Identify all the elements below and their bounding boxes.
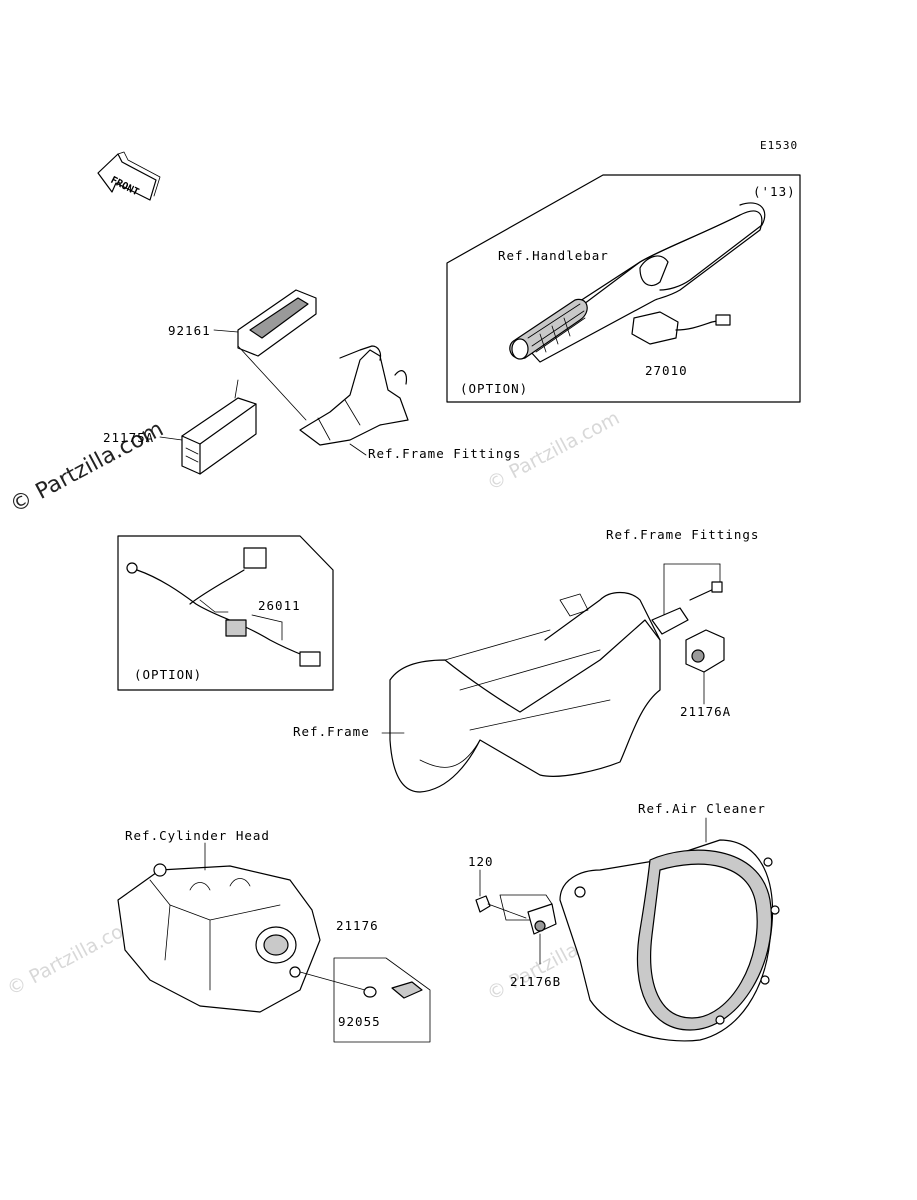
diagram-code: E1530 <box>760 139 799 152</box>
option-box-harness <box>117 535 334 691</box>
part-120-label[interactable]: 120 <box>468 854 494 869</box>
map-sensor-illustration <box>651 563 725 705</box>
ref-frame-label[interactable]: Ref.Frame <box>293 724 370 739</box>
part-21176b-label[interactable]: 21176B <box>510 974 562 989</box>
part-21175a-label[interactable]: 21175A <box>103 430 155 445</box>
part-92161-label[interactable]: 92161 <box>168 323 211 338</box>
option-box-handlebar <box>446 174 801 403</box>
handlebar-illustration <box>509 202 766 363</box>
bracket-illustration <box>299 345 409 446</box>
option-label-1: (OPTION) <box>460 381 529 396</box>
part-26011-label[interactable]: 26011 <box>258 598 301 613</box>
temp-sensor-illustration <box>299 957 431 1043</box>
part-21176a-label[interactable]: 21176A <box>680 704 732 719</box>
frame-illustration <box>389 591 661 793</box>
cylinder-head-illustration <box>117 863 321 1013</box>
option-label-2: (OPTION) <box>134 667 203 682</box>
iat-sensor-illustration <box>475 869 557 965</box>
ref-frame-fittings-label-2[interactable]: Ref.Frame Fittings <box>606 527 760 542</box>
air-cleaner-illustration <box>559 817 780 1042</box>
ref-handlebar-label[interactable]: Ref.Handlebar <box>498 248 609 263</box>
harness-illustration <box>126 547 321 667</box>
front-arrow-icon: FRONT <box>97 151 161 201</box>
year-label: ('13) <box>753 184 796 199</box>
part-27010-label[interactable]: 27010 <box>645 363 688 378</box>
ecu-illustration <box>181 289 317 475</box>
part-21176-label[interactable]: 21176 <box>336 918 379 933</box>
part-92055-label[interactable]: 92055 <box>338 1014 381 1029</box>
ref-cylinder-head-label[interactable]: Ref.Cylinder Head <box>125 828 270 843</box>
ref-frame-fittings-label-1[interactable]: Ref.Frame Fittings <box>368 446 522 461</box>
ref-air-cleaner-label[interactable]: Ref.Air Cleaner <box>638 801 766 816</box>
